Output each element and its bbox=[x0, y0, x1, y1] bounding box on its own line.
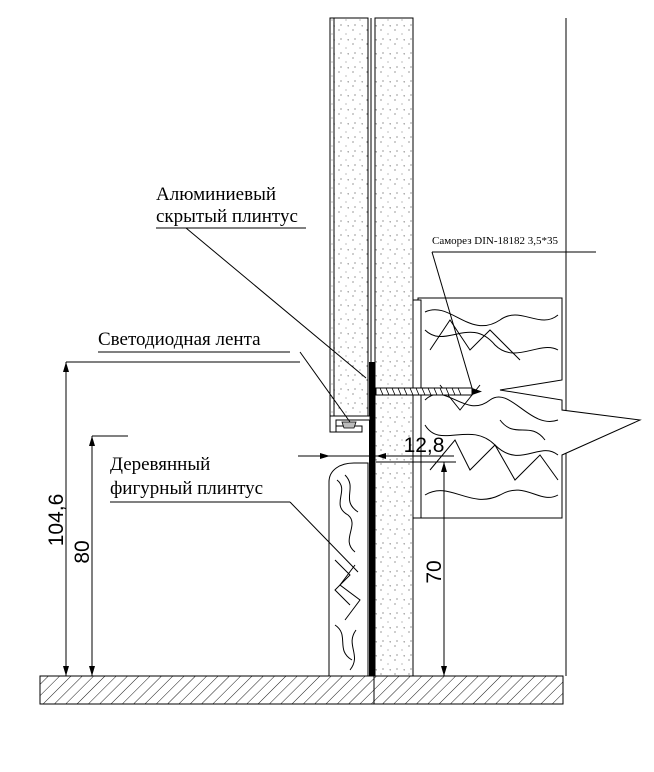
wooden-stud bbox=[412, 297, 642, 519]
dimension-lines bbox=[63, 361, 456, 676]
floor bbox=[39, 675, 564, 705]
leader-lines bbox=[98, 227, 596, 573]
dim-total-height: 104,6 bbox=[45, 494, 68, 547]
led-label: Светодиодная лента bbox=[98, 329, 261, 350]
profile-line bbox=[369, 362, 375, 676]
dim-lower: 70 bbox=[423, 560, 446, 583]
wood-label-line1: Деревянный bbox=[110, 454, 210, 475]
aluminum-label-line2: скрытый плинтус bbox=[156, 206, 298, 227]
dim-offset: 12,8 bbox=[404, 434, 445, 457]
aluminum-label-line1: Алюминиевый bbox=[156, 184, 276, 205]
screw bbox=[375, 387, 482, 396]
aluminum-profile bbox=[329, 415, 371, 433]
wooden-plinth bbox=[328, 462, 369, 677]
dim-plinth-height: 80 bbox=[71, 540, 94, 563]
wood-label-line2: фигурный плинтус bbox=[110, 478, 263, 499]
screw-label: Саморез DIN-18182 3,5*35 bbox=[432, 235, 559, 247]
